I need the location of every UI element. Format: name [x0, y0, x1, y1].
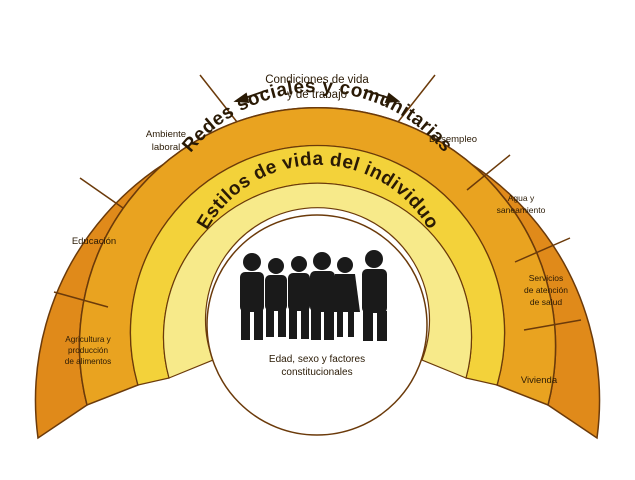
segment-agua: Agua y saneamiento: [497, 193, 546, 215]
segment-educacion: Educación: [72, 236, 116, 247]
people-group-icon: [240, 250, 387, 341]
segment-ambiente: Ambiente laboral: [146, 129, 186, 153]
segment-vivienda: Vivienda: [521, 375, 558, 386]
segment-vivienda-line1: Vivienda: [521, 375, 558, 386]
segment-servicios-line3: de salud: [530, 297, 562, 307]
center-label-line1: Edad, sexo y factores: [269, 354, 365, 365]
segment-ambiente-line1: Ambiente: [146, 129, 186, 140]
segment-ambiente-line2: laboral: [152, 142, 181, 153]
segment-agricultura-line2: producción: [68, 346, 109, 355]
segment-educacion-line1: Educación: [72, 236, 116, 247]
segment-dividers: [53, 74, 582, 331]
double-arrow-right-icon: [363, 89, 401, 104]
segment-servicios-line1: Servicios: [529, 273, 563, 283]
center-label-line2: constitucionales: [281, 367, 352, 378]
segment-agricultura-line3: de alimentos: [65, 357, 111, 366]
individual-band: [162, 182, 473, 379]
living-conditions-line1: Condiciones de vida: [265, 74, 369, 86]
segment-agua-line1: Agua y: [508, 193, 535, 203]
living-conditions-box: Condiciones de vida y de trabajo: [233, 74, 401, 104]
segment-servicios-line2: de atención: [524, 285, 568, 295]
segment-servicios: Servicios de atención de salud: [524, 273, 568, 307]
living-conditions-line2: y de trabajo: [287, 89, 347, 101]
segment-agricultura-line1: Agricultura y: [65, 335, 111, 344]
segment-agua-line2: saneamiento: [497, 205, 546, 215]
segment-desempleo: Desempleo: [429, 134, 477, 145]
segment-desempleo-line1: Desempleo: [429, 134, 477, 145]
segment-agricultura: Agricultura y producción de alimentos: [65, 335, 112, 366]
double-arrow-left-icon: [233, 89, 269, 104]
